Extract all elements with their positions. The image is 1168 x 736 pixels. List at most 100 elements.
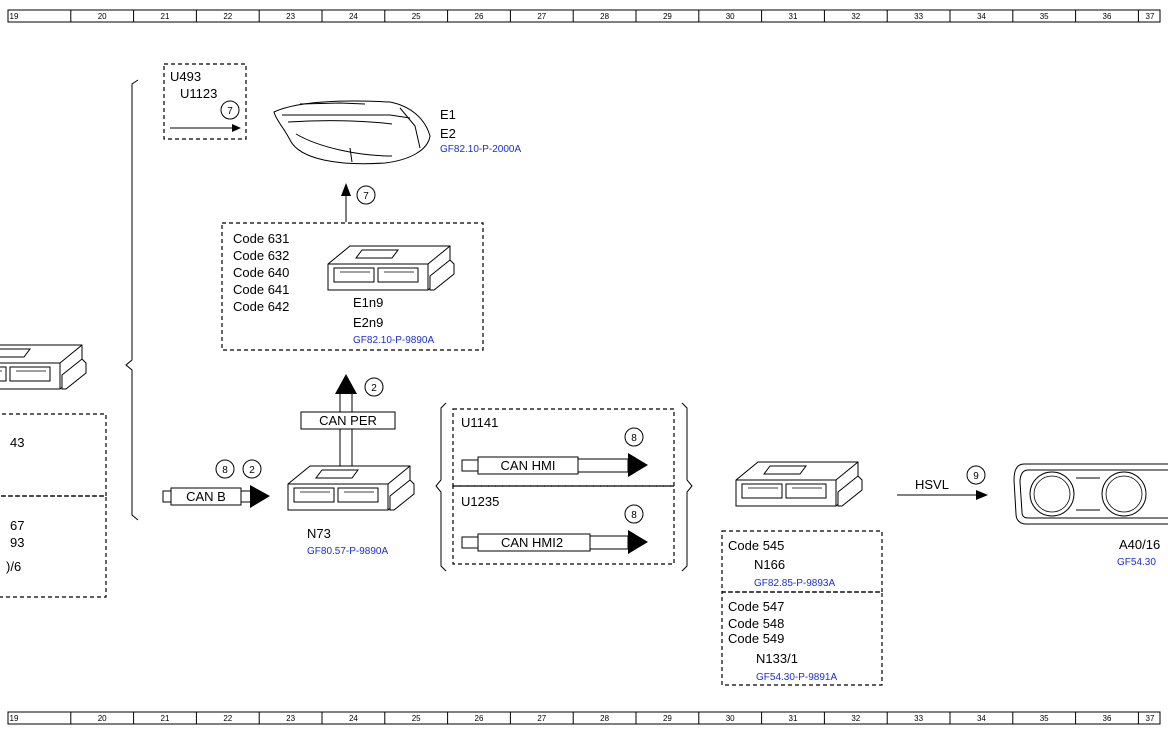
left-text-67: 67 <box>10 518 24 533</box>
e1n9-ref: GF82.10-P-9890A <box>353 335 434 346</box>
code-632: Code 632 <box>233 248 289 263</box>
cluster-icon <box>1013 463 1168 525</box>
bottom-ruler-number-22: 22 <box>223 714 232 723</box>
bottom-ruler-number-36: 36 <box>1103 714 1112 723</box>
top-ruler-number-22: 22 <box>223 12 232 21</box>
top-ruler-number-29: 29 <box>663 12 672 21</box>
right-ecu-icon <box>735 461 863 507</box>
left-partial-group: 43 67 93 )/6 <box>0 344 107 598</box>
bottom-ruler-number-24: 24 <box>349 714 358 723</box>
bottom-ruler-number-31: 31 <box>789 714 798 723</box>
can-per-label: CAN PER <box>319 413 377 428</box>
left-partial-ecu-icon <box>0 344 87 390</box>
e2-label: E2 <box>440 126 456 141</box>
n73-unit: N73 GF80.57-P-9890A <box>287 465 415 557</box>
top-ruler-number-20: 20 <box>98 12 107 21</box>
u1235-label: U1235 <box>461 494 499 509</box>
n73-ref: GF80.57-P-9890A <box>307 546 388 557</box>
can-b-label: CAN B <box>186 489 226 504</box>
e1n9-ecu-icon <box>327 245 455 291</box>
badge-7b: 7 <box>363 191 369 202</box>
bottom-ruler: 19 20 21 22 23 24 25 26 27 28 29 30 31 32 33 34 35 36 37 <box>7 711 1161 725</box>
u1141-label: U1141 <box>461 415 498 430</box>
headlamp-ref: GF82.10-P-2000A <box>440 144 521 155</box>
top-ruler-number-34: 34 <box>977 12 986 21</box>
badge-8-hmi: 8 <box>631 433 637 444</box>
bottom-ruler-number-19: 19 <box>10 714 19 723</box>
hsvl-label: HSVL <box>915 477 949 492</box>
bottom-ruler-number-23: 23 <box>286 714 295 723</box>
n73-label: N73 <box>307 526 331 541</box>
top-ruler-number-21: 21 <box>161 12 170 21</box>
top-ruler-number-32: 32 <box>851 12 860 21</box>
instrument-cluster: A40/16 GF54.30 <box>1013 463 1168 568</box>
n133-label: N133/1 <box>756 651 798 666</box>
bottom-ruler-number-33: 33 <box>914 714 923 723</box>
bottom-ruler-number-32: 32 <box>851 714 860 723</box>
top-ruler-number-19: 19 <box>10 12 19 21</box>
can-hmi2-label: CAN HMI2 <box>501 535 563 550</box>
a40-label: A40/16 <box>1119 537 1160 552</box>
bottom-ruler-number-25: 25 <box>412 714 421 723</box>
top-ruler-number-37: 37 <box>1146 12 1155 21</box>
can-per-bus: CAN PER 2 <box>300 374 396 470</box>
bottom-ruler-number-26: 26 <box>475 714 484 723</box>
bottom-ruler-number-34: 34 <box>977 714 986 723</box>
bottom-ruler-number-20: 20 <box>98 714 107 723</box>
can-b-bus: CAN B 8 2 <box>162 459 270 508</box>
n133-ref: GF54.30-P-9891A <box>756 672 837 683</box>
top-ruler-number-28: 28 <box>600 12 609 21</box>
bottom-ruler-number-21: 21 <box>161 714 170 723</box>
headlamp: E1 E2 GF82.10-P-2000A 7 <box>273 100 521 222</box>
e2n9-label: E2n9 <box>353 315 383 330</box>
code-548: Code 548 <box>728 616 784 631</box>
u1123-label: U1123 <box>180 86 217 101</box>
code-547: Code 547 <box>728 599 784 614</box>
top-ruler-number-25: 25 <box>412 12 421 21</box>
top-ruler-number-23: 23 <box>286 12 295 21</box>
e1-label: E1 <box>440 107 456 122</box>
can-hmi-label: CAN HMI <box>501 458 556 473</box>
bottom-ruler-number-29: 29 <box>663 714 672 723</box>
top-ruler-number-27: 27 <box>537 12 546 21</box>
badge-7: 7 <box>227 106 233 117</box>
bottom-ruler-number-35: 35 <box>1040 714 1049 723</box>
badge-circle <box>220 100 240 120</box>
top-ruler-number-26: 26 <box>475 12 484 21</box>
n166-ref: GF82.85-P-9893A <box>754 578 835 589</box>
code-640: Code 640 <box>233 265 289 280</box>
u493-group: U493 U1123 7 <box>163 63 247 140</box>
badge-8-can-b: 8 <box>222 465 228 476</box>
u493-label: U493 <box>170 69 201 84</box>
e1n9-group: Code 631 Code 632 Code 640 Code 641 Code… <box>221 222 484 351</box>
code-631: Code 631 <box>233 231 289 246</box>
top-ruler-number-24: 24 <box>349 12 358 21</box>
left-brace <box>125 79 139 521</box>
n166-label: N166 <box>754 557 785 572</box>
badge-2-can-b: 2 <box>249 465 255 476</box>
cluster-ref: GF54.30 <box>1117 557 1156 568</box>
badge-8-hmi2: 8 <box>631 510 637 521</box>
top-ruler-number-36: 36 <box>1103 12 1112 21</box>
badge-2-can-per: 2 <box>371 383 377 394</box>
bottom-ruler-number-30: 30 <box>726 714 735 723</box>
badge-9: 9 <box>973 471 979 482</box>
headlamp-icon <box>273 100 431 165</box>
code-549: Code 549 <box>728 631 784 646</box>
code-641: Code 641 <box>233 282 289 297</box>
left-text-6: )/6 <box>6 559 21 574</box>
top-ruler-number-33: 33 <box>914 12 923 21</box>
top-ruler-number-35: 35 <box>1040 12 1049 21</box>
right-unit-group: Code 545 N166 GF82.85-P-9893A Code 547 C… <box>721 461 883 686</box>
code-642: Code 642 <box>233 299 289 314</box>
bottom-ruler-number-37: 37 <box>1146 714 1155 723</box>
left-text-43: 43 <box>10 435 24 450</box>
left-text-93: 93 <box>10 535 24 550</box>
code-545: Code 545 <box>728 538 784 553</box>
e1n9-label: E1n9 <box>353 295 383 310</box>
bottom-ruler-number-27: 27 <box>537 714 546 723</box>
bottom-ruler-number-28: 28 <box>600 714 609 723</box>
n73-ecu-icon <box>287 465 415 511</box>
